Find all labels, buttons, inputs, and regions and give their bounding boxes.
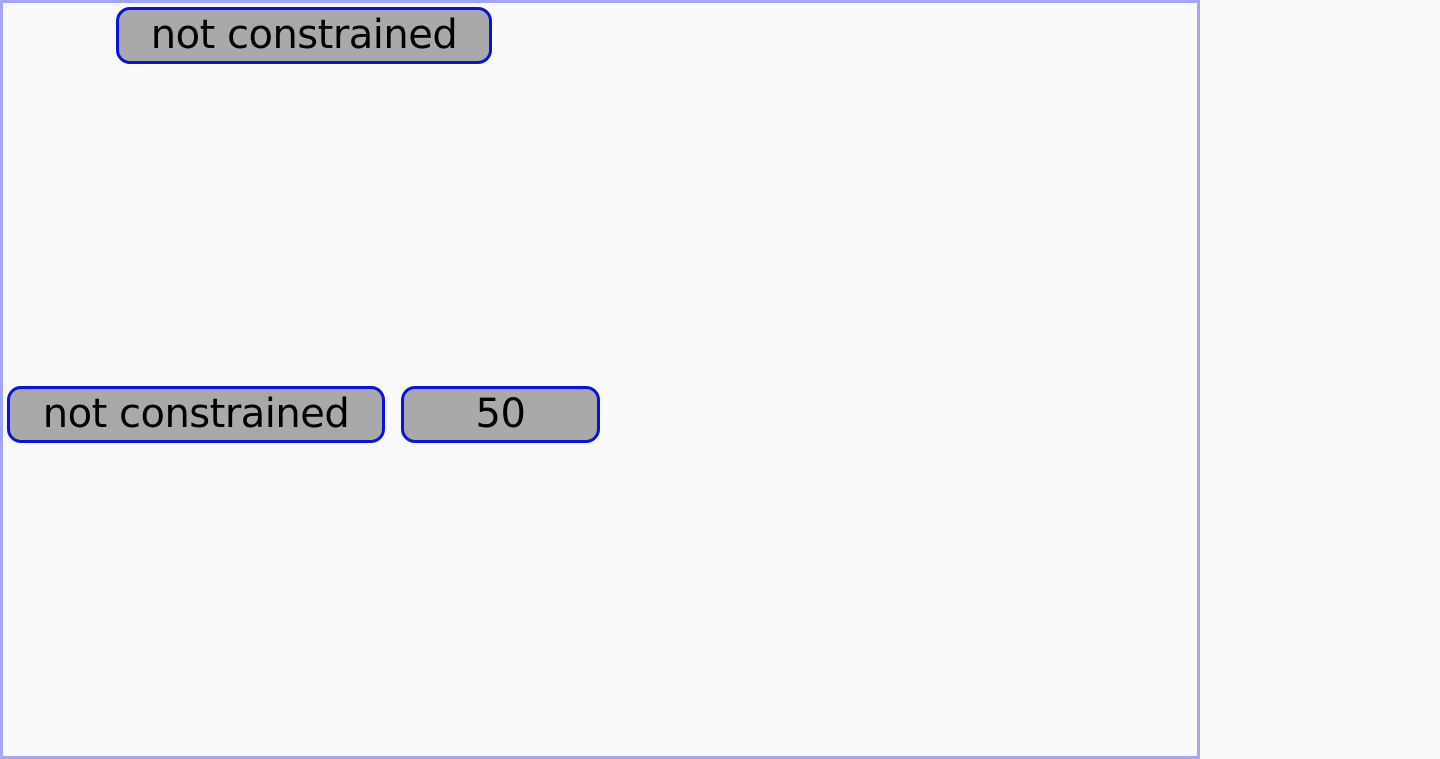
- value-item[interactable]: 50: [401, 386, 600, 443]
- top-not-constrained-item[interactable]: not constrained: [116, 7, 492, 64]
- layout-canvas-frame: not constrained not constrained 50: [0, 0, 1200, 759]
- left-not-constrained-item[interactable]: not constrained: [7, 386, 385, 443]
